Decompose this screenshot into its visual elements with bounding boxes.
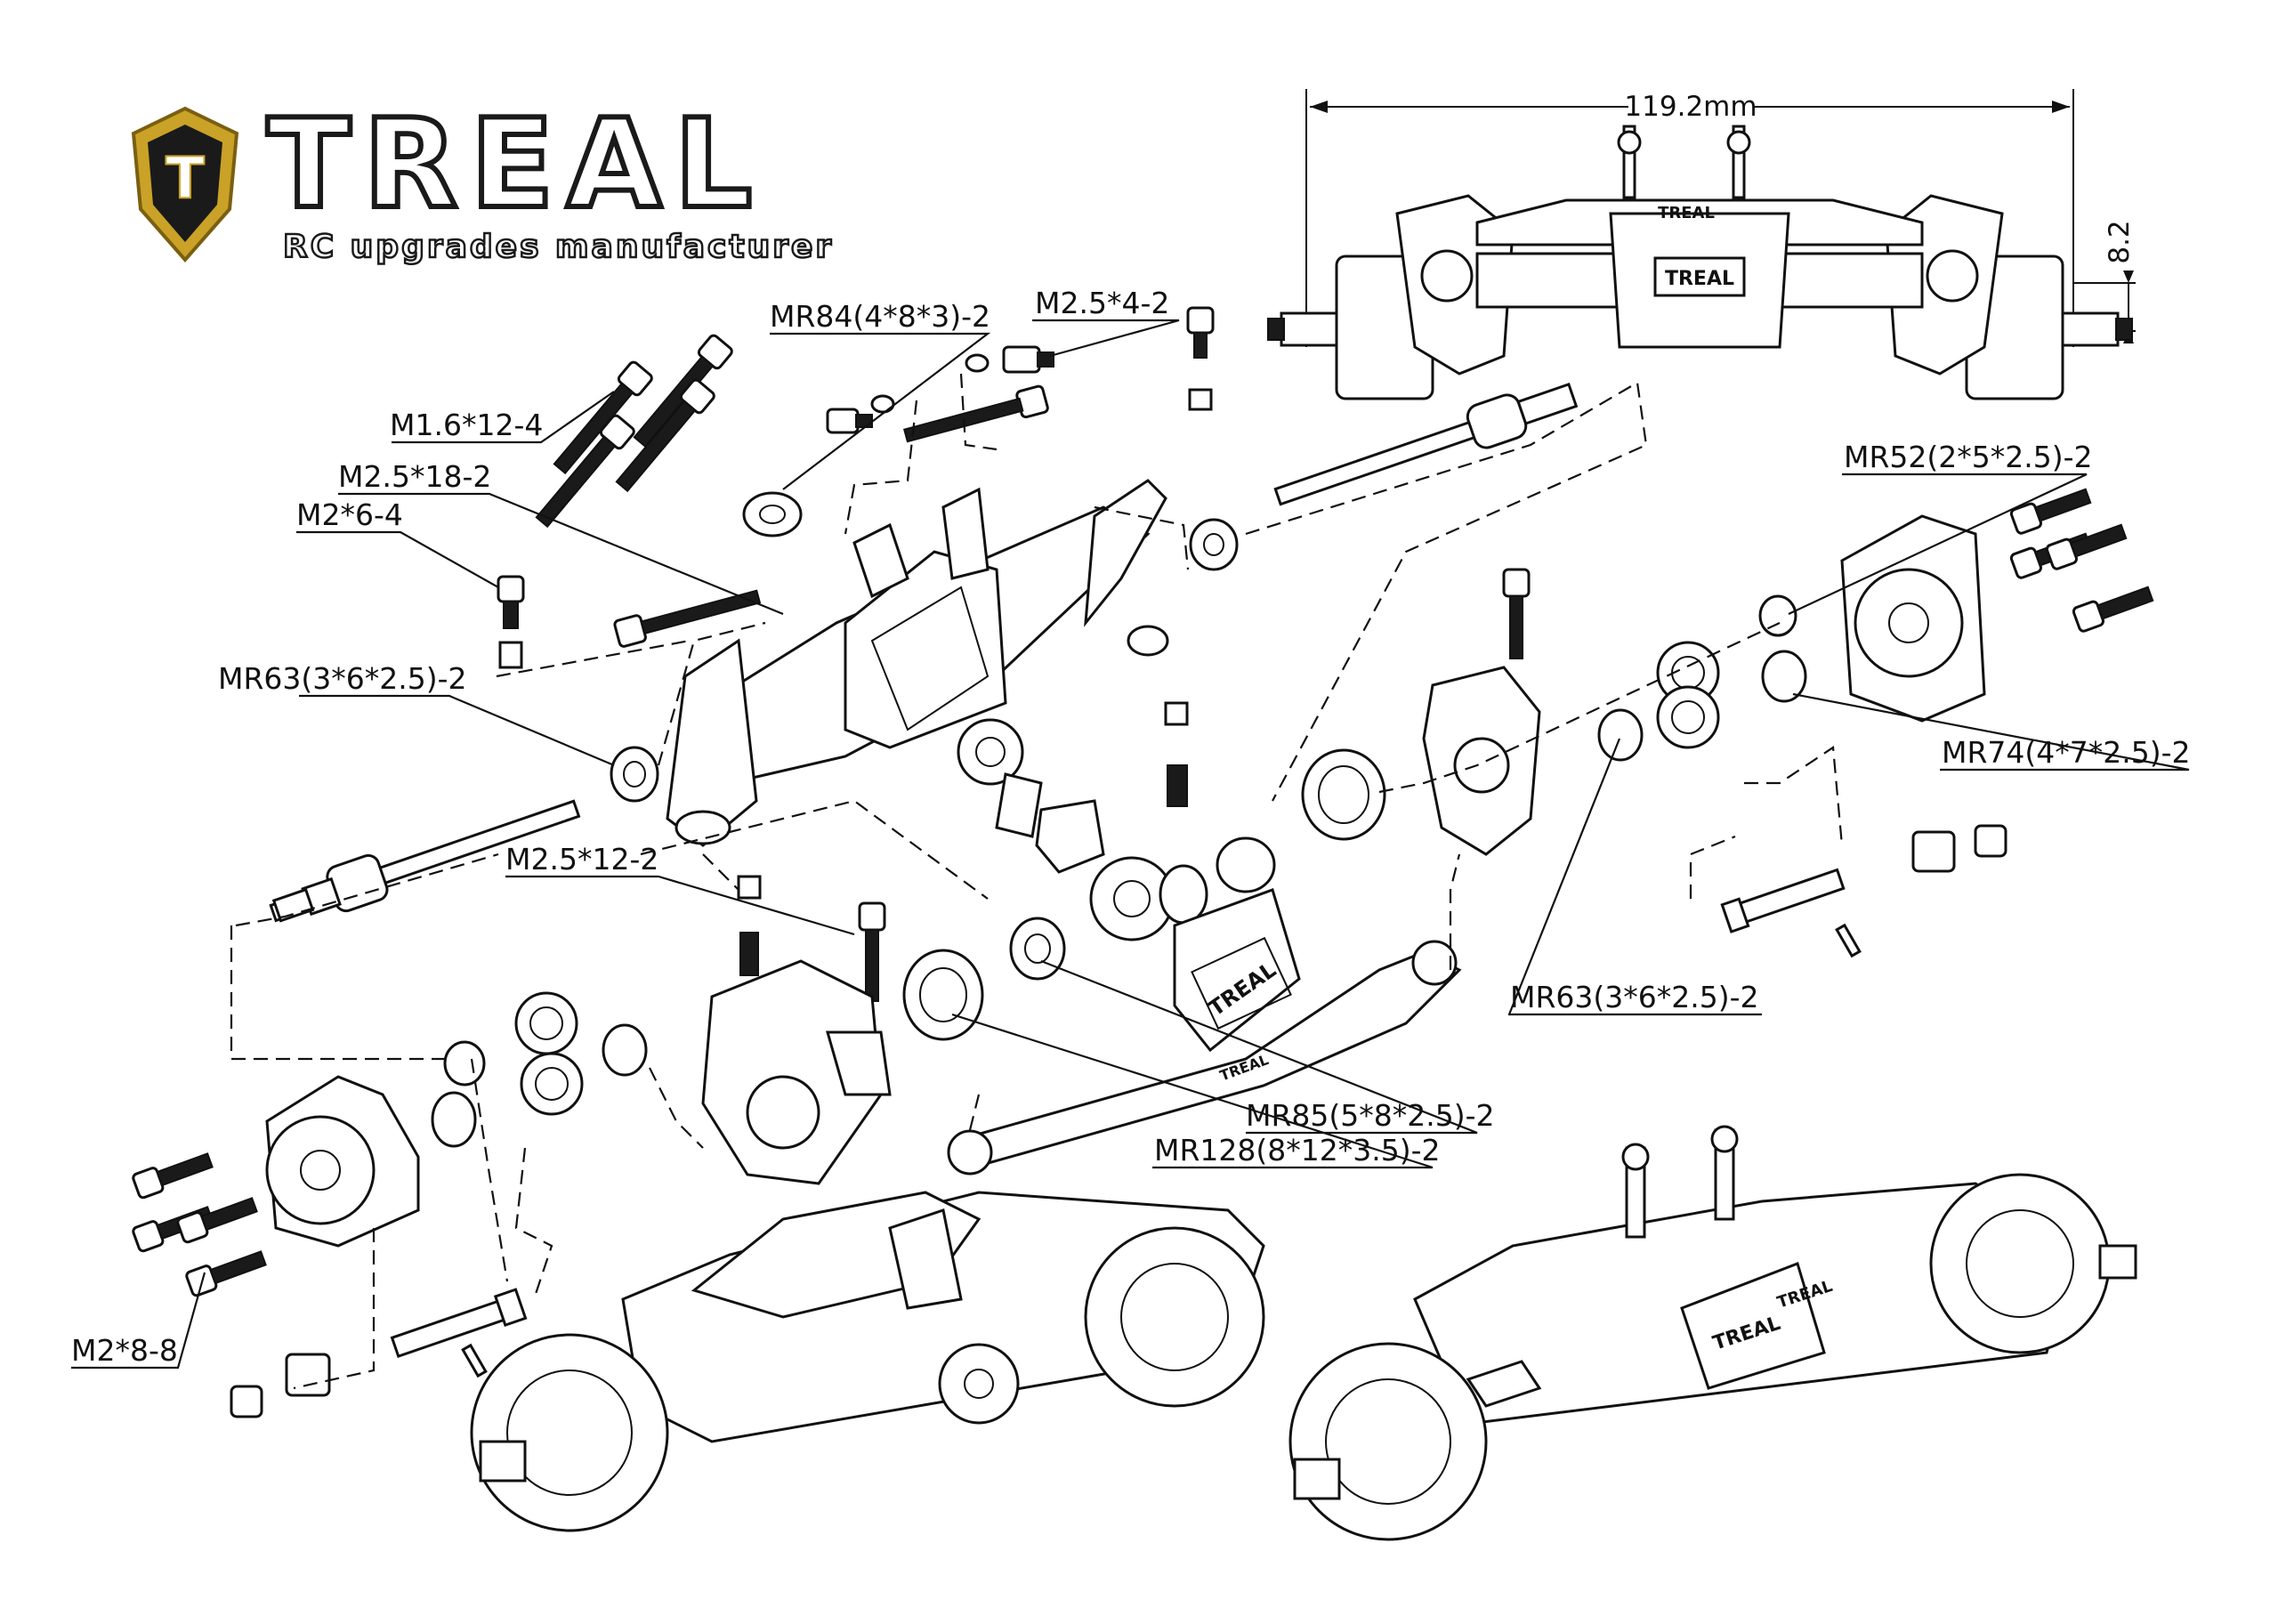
left-axle-shaft	[269, 799, 581, 923]
brand-tagline: RC upgrades manufacturer	[283, 229, 834, 265]
label-mr74: MR74(4*7*2.5)-2	[1942, 735, 2191, 770]
treal-shield-emblem: T	[131, 106, 239, 263]
label-mr63-left: MR63(3*6*2.5)-2	[218, 661, 467, 696]
label-m2-5x12: M2.5*12-2	[505, 842, 658, 877]
label-m2x8: M2*8-8	[71, 1333, 178, 1368]
part-labels: M2.5*4-2 MR84(4*8*3)-2 M1.6*12-4 M2.5*18…	[71, 286, 2191, 1368]
width-dimension-label: 119.2mm	[1624, 91, 1757, 123]
top-view-assembly: 119.2mm 8.2 TREAL TREAL	[1267, 89, 2136, 400]
assembled-view-front: TREAL TREAL	[1288, 1125, 2137, 1541]
label-mr63-right: MR63(3*6*2.5)-2	[1510, 980, 1759, 1014]
steering-link: TREAL	[947, 940, 1462, 1176]
label-mr128: MR128(8*12*3.5)-2	[1154, 1133, 1441, 1168]
upper-screws-group	[497, 306, 1215, 669]
label-mr52: MR52(2*5*2.5)-2	[1844, 440, 2093, 474]
assembled-view-rear	[470, 1191, 1265, 1532]
axle-housing-exploded	[610, 479, 1239, 847]
housing-logo-top-2: TREAL	[1658, 204, 1715, 222]
label-m1-6x12: M1.6*12-4	[390, 408, 543, 442]
left-knuckle-group	[132, 875, 892, 1418]
right-knuckle-group	[1301, 488, 2154, 958]
label-m2-5x18: M2.5*18-2	[338, 459, 491, 494]
diff-gear-group: TREAL	[902, 772, 1301, 1053]
emblem-letter: T	[166, 146, 205, 212]
height-dimension-label: 8.2	[2104, 220, 2136, 263]
treal-logo: T TREAL RC upgrades manufacturer	[131, 90, 834, 266]
label-mr85: MR85(5*8*2.5)-2	[1246, 1098, 1495, 1133]
brand-wordmark: TREAL	[267, 93, 764, 236]
right-axle-shaft	[1273, 382, 1579, 506]
label-mr84: MR84(4*8*3)-2	[770, 299, 990, 334]
label-m2-5x4: M2.5*4-2	[1035, 286, 1169, 320]
leader-lines	[71, 319, 2190, 1369]
label-m2x6: M2*6-4	[296, 497, 403, 532]
assembly-guide-lines	[230, 373, 1844, 1390]
housing-logo-top: TREAL	[1665, 268, 1734, 290]
